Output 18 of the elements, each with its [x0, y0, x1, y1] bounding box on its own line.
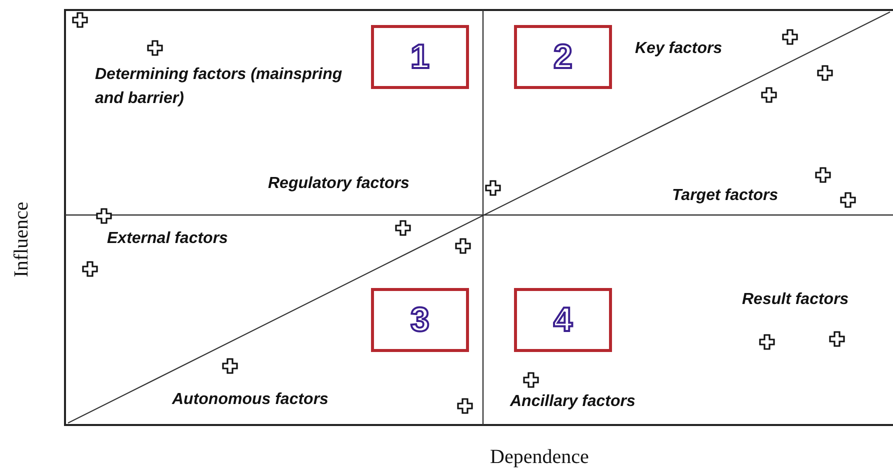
quadrant-label: Autonomous factors [172, 391, 328, 409]
quadrant-number: 4 [554, 300, 572, 340]
quadrant-label: Key factors [635, 40, 722, 58]
quadrant-number-box [514, 25, 612, 89]
quadrant-label: Ancillary factors [510, 393, 636, 411]
quadrant-number: 2 [554, 38, 572, 76]
quadrant-number: 1 [410, 38, 430, 76]
quadrant-number: 3 [410, 300, 430, 340]
axis-title: Influence [10, 202, 34, 278]
quadrant-label: Result factors [742, 291, 849, 309]
quadrant-number-box [514, 288, 612, 352]
axis-title: Dependence [490, 446, 589, 469]
quadrant-label: Determining factors (mainspring and barrier) [95, 65, 344, 109]
quadrant-label: Regulatory factors [268, 175, 410, 193]
quadrant-number-box [371, 25, 469, 89]
quadrant-label: Target factors [672, 187, 778, 205]
quadrant-number-box [371, 288, 469, 352]
quadrant-label: External factors [107, 230, 228, 248]
